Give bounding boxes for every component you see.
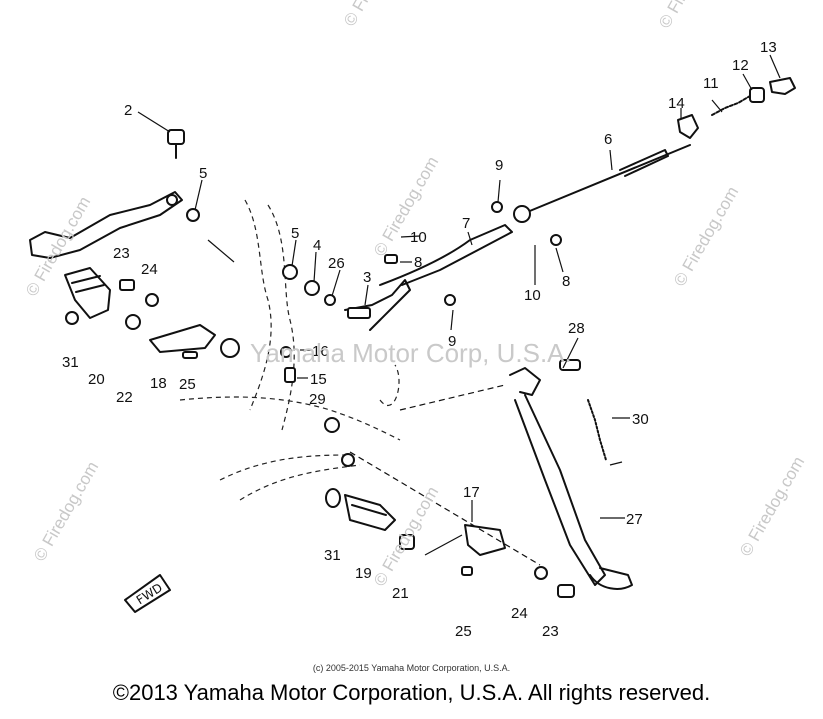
callout-31b: 31 — [324, 547, 341, 564]
brake-pedal — [29, 129, 185, 259]
shift-rod — [384, 144, 691, 264]
callout-27: 27 — [626, 511, 643, 528]
callout-9b: 9 — [448, 333, 456, 350]
callout-15: 15 — [310, 371, 327, 388]
callout-9a: 9 — [495, 157, 503, 174]
small-copyright: (c) 2005-2015 Yamaha Motor Corporation, … — [312, 663, 511, 673]
left-footrest — [64, 267, 216, 359]
callout-13: 13 — [760, 39, 777, 56]
leader-lines — [137, 54, 781, 566]
callout-18: 18 — [150, 375, 167, 392]
callout-5a: 5 — [199, 165, 207, 182]
main-copyright: ©2013 Yamaha Motor Corporation, U.S.A. A… — [112, 680, 711, 705]
callout-23a: 23 — [113, 245, 130, 262]
center-watermark: Yamaha Motor Corp, U.S.A. — [250, 338, 572, 368]
callout-14: 14 — [668, 95, 685, 112]
callout-31a: 31 — [62, 354, 79, 371]
callout-20: 20 — [88, 371, 105, 388]
callout-25b: 25 — [455, 623, 472, 640]
callout-24b: 24 — [511, 605, 528, 622]
callout-6: 6 — [604, 131, 612, 148]
callout-8b: 8 — [562, 273, 570, 290]
shift-arm — [186, 208, 513, 331]
callout-4: 4 — [313, 237, 321, 254]
callout-7: 7 — [462, 215, 470, 232]
pivot-parts — [220, 338, 355, 467]
callout-22: 22 — [116, 389, 133, 406]
callout-labels: 2 5 5 4 26 3 9 10 8 7 6 9 10 8 14 11 12 … — [62, 39, 777, 640]
callout-29: 29 — [309, 391, 326, 408]
callout-23b: 23 — [542, 623, 559, 640]
callout-12: 12 — [732, 57, 749, 74]
callout-2: 2 — [124, 102, 132, 119]
callout-3: 3 — [363, 269, 371, 286]
fwd-arrow: FWD — [124, 574, 171, 613]
callout-5b: 5 — [291, 225, 299, 242]
callout-10b: 10 — [524, 287, 541, 304]
adjuster-assembly — [677, 77, 796, 139]
callout-17: 17 — [463, 484, 480, 501]
callout-30: 30 — [632, 411, 649, 428]
callout-26: 26 — [328, 255, 345, 272]
callout-16: 16 — [312, 343, 329, 360]
callout-25a: 25 — [179, 376, 196, 393]
callout-8a: 8 — [414, 254, 422, 271]
right-footrest — [325, 488, 575, 598]
callout-19: 19 — [355, 565, 372, 582]
side-stand — [509, 359, 633, 590]
callout-28: 28 — [568, 320, 585, 337]
callout-21: 21 — [392, 585, 409, 602]
callout-11: 11 — [703, 75, 719, 92]
callout-10a: 10 — [410, 229, 427, 246]
callout-24a: 24 — [141, 261, 158, 278]
